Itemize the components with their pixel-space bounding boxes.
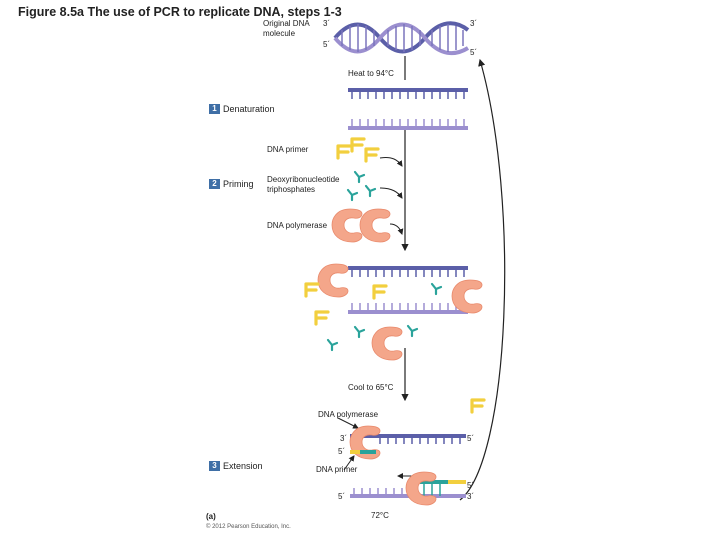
dna-primer-label-bottom: DNA primer <box>316 465 358 474</box>
denatured-strand-bottom <box>348 119 468 130</box>
primed-strand-top <box>348 266 468 277</box>
temp-72-label: 72°C <box>371 511 389 520</box>
step-denaturation: 1 Denaturation <box>209 104 275 114</box>
step-label: Priming <box>223 179 254 189</box>
cycle-arrow <box>459 58 506 501</box>
primed-strand-bottom <box>348 303 468 314</box>
step-extension: 3 Extension <box>209 461 263 471</box>
panel-label: (a) <box>206 512 216 521</box>
original-dna-5prime-right: 5´ <box>470 48 478 57</box>
step-number: 1 <box>209 104 220 114</box>
step-label: Denaturation <box>223 104 275 114</box>
primer-reagents <box>336 137 403 167</box>
dna-polymerase-label-top: DNA polymerase <box>267 221 328 230</box>
figure-title: Figure 8.5a The use of PCR to replicate … <box>18 5 342 19</box>
ext-5prime-left-upper: 5´ <box>338 447 346 456</box>
step-number: 3 <box>209 461 220 471</box>
deoxyribonucleotide-label: Deoxyribonucleotide triphosphates <box>267 175 340 194</box>
copyright: © 2012 Pearson Education, Inc. <box>206 524 291 530</box>
original-dna-3prime-left: 3´ <box>323 19 331 28</box>
polymerase-reagents <box>331 208 404 243</box>
loose-primer <box>470 398 486 414</box>
ext-3prime-left: 3´ <box>340 434 348 443</box>
step-priming: 2 Priming <box>209 179 254 189</box>
ext-5prime-right-lower: 5´ <box>467 481 475 490</box>
extension-strand-bottom <box>350 471 466 506</box>
primer-pointer <box>343 455 355 471</box>
heat-label: Heat to 94°C <box>348 69 394 78</box>
step-number: 2 <box>209 179 220 189</box>
cool-label: Cool to 65°C <box>348 383 394 392</box>
ext-5prime-left-lower: 5´ <box>338 492 346 501</box>
step-label: Extension <box>223 461 263 471</box>
ext-5prime-right: 5´ <box>467 434 475 443</box>
original-dna-5prime-left: 5´ <box>323 40 331 49</box>
dna-primer-label-top: DNA primer <box>267 145 309 154</box>
ext-3prime-right-lower: 3´ <box>467 492 475 501</box>
denatured-strand-top <box>348 88 468 99</box>
dna-polymerase-label-bottom: DNA polymerase <box>318 410 379 419</box>
polymerase-pointer <box>337 417 359 429</box>
extension-strand-top <box>349 425 466 460</box>
original-dna-helix <box>333 21 470 56</box>
original-dna-3prime-right: 3´ <box>470 19 478 28</box>
original-dna-label: Original DNA molecule <box>263 19 310 38</box>
nucleotide-reagents <box>346 170 403 202</box>
